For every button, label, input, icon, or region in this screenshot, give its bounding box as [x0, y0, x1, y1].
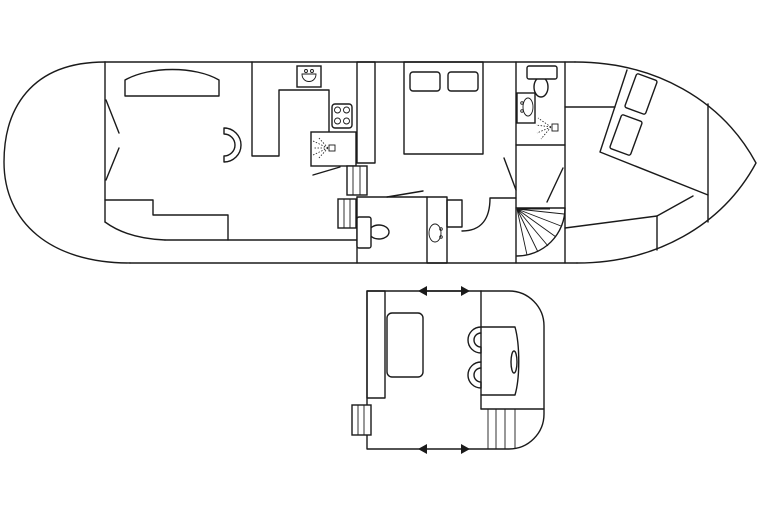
galley-sink-icon	[296, 65, 322, 88]
arrow-right-icon	[461, 286, 470, 296]
ensuite-shower-icon	[535, 117, 559, 140]
saloon-bench	[104, 199, 229, 241]
wc-cabinet	[446, 199, 463, 228]
rear-door-right[interactable]	[105, 147, 120, 181]
galley	[251, 61, 376, 229]
armchair	[223, 127, 242, 163]
ensuite	[515, 61, 566, 264]
pillow	[409, 71, 441, 92]
wc	[356, 190, 517, 264]
arrow-right-icon	[461, 444, 470, 454]
ensuite-toilet-icon	[526, 65, 558, 98]
sofa	[124, 68, 220, 97]
saloon	[104, 61, 358, 241]
wc-sink-icon	[428, 223, 443, 243]
galley-shower-icon	[310, 131, 357, 167]
double-bed	[403, 61, 484, 155]
hull-outline-bow	[574, 61, 757, 264]
bedroom-door[interactable]	[503, 157, 517, 191]
wheelhouse	[351, 286, 545, 454]
helm-seat	[467, 326, 482, 354]
aft-steps[interactable]	[487, 409, 516, 449]
pillow	[447, 71, 479, 92]
wheelhouse-table	[386, 312, 424, 378]
spiral-staircase[interactable]	[515, 207, 566, 257]
wc-sink-column	[426, 196, 448, 264]
arrow-left-icon	[418, 286, 427, 296]
steering-wheel-icon	[510, 350, 518, 374]
rear-door-left[interactable]	[105, 99, 120, 134]
forward-bench	[564, 195, 694, 229]
pillow	[609, 114, 643, 156]
galley-door[interactable]	[312, 166, 341, 176]
wheelhouse-outline	[366, 290, 545, 450]
galley-counter	[251, 61, 330, 157]
helm-console	[480, 326, 520, 396]
ensuite-sink-icon	[516, 92, 536, 124]
hull-outline-stern	[3, 61, 131, 264]
helm-seat	[467, 361, 482, 389]
toilet-icon	[356, 216, 390, 249]
wc-door[interactable]	[386, 190, 424, 198]
corridor-door[interactable]	[461, 197, 517, 232]
wheelhouse-steps[interactable]	[351, 404, 372, 436]
forward-bed	[599, 69, 709, 196]
wheelhouse-bench	[366, 290, 386, 399]
saloon-curve-wall	[104, 221, 166, 241]
main-hull	[3, 61, 757, 264]
pillow	[624, 73, 658, 115]
steps-lower[interactable]	[337, 198, 357, 229]
hob-icon	[331, 103, 353, 129]
steps-upper[interactable]	[346, 165, 368, 196]
forward-cabin	[564, 69, 709, 251]
master-bedroom	[403, 61, 517, 264]
arrow-left-icon	[418, 444, 427, 454]
fridge-column	[356, 61, 376, 164]
ensuite-door[interactable]	[546, 167, 564, 203]
